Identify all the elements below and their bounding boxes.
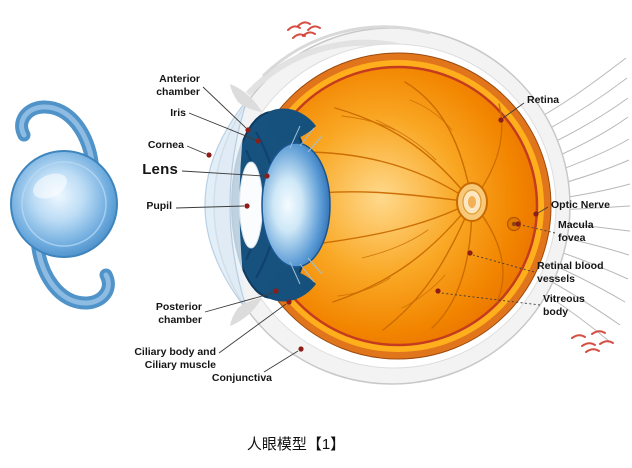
label-macula-fovea: Macula fovea <box>558 219 594 244</box>
iol-implant <box>10 100 118 310</box>
leader-retinal-blood-vessels <box>467 250 535 273</box>
leader-vitreous-body <box>435 288 541 306</box>
dot-pupil <box>244 203 250 209</box>
dot-lens <box>264 173 270 179</box>
label-optic-nerve: Optic Nerve <box>551 199 610 211</box>
label-ciliary-body: Ciliary body and Ciliary muscle <box>134 346 216 371</box>
leader-pupil <box>175 203 250 209</box>
conjunctiva-top <box>230 84 262 112</box>
label-vitreous-body: Vitreous body <box>543 293 585 318</box>
dot-retina <box>498 117 504 123</box>
leader-posterior-chamber <box>204 288 279 313</box>
choroid-retina-layers <box>244 52 552 360</box>
leader-lens <box>181 170 270 179</box>
dot-ciliary-body <box>286 299 292 305</box>
zonule-fibers <box>289 125 323 285</box>
label-lens: Lens <box>142 161 178 178</box>
label-iris: Iris <box>170 107 186 119</box>
label-conjunctiva: Conjunctiva <box>211 372 272 384</box>
conjunctiva-bottom <box>230 298 262 326</box>
label-posterior-chamber: Posterior chamber <box>155 301 202 326</box>
leader-optic-nerve <box>533 206 549 217</box>
leader-retina <box>498 102 525 123</box>
scleral-red-marks <box>287 21 614 353</box>
anterior-segment <box>204 84 331 326</box>
label-pupil: Pupil <box>146 200 172 212</box>
crystalline-lens <box>261 142 331 268</box>
ciliary-body-top <box>268 108 316 142</box>
ciliary-body-bottom <box>268 268 316 302</box>
dot-retinal-blood-vessels <box>467 250 473 256</box>
dot-posterior-chamber <box>273 288 279 294</box>
leader-iris <box>188 112 261 144</box>
dot-optic-nerve <box>533 211 539 217</box>
figure-caption: 人眼模型【1】 <box>246 436 346 453</box>
dot-anterior-chamber <box>245 127 251 133</box>
leader-cornea <box>186 145 212 158</box>
iol-optic <box>10 150 118 258</box>
leader-conjunctiva <box>263 346 304 373</box>
dot-macula-fovea <box>515 221 521 227</box>
label-retina: Retina <box>527 94 560 106</box>
leader-anterior-chamber <box>202 86 251 133</box>
optic-disc <box>456 182 488 222</box>
dot-cornea <box>206 152 212 158</box>
dot-vitreous-body <box>435 288 441 294</box>
leader-ciliary-body <box>218 299 292 354</box>
label-cornea: Cornea <box>147 139 184 151</box>
dot-conjunctiva <box>298 346 304 352</box>
dot-iris <box>255 138 261 144</box>
label-retinal-blood-vessels: Retinal blood vessels <box>537 260 604 285</box>
label-anterior-chamber: Anterior chamber <box>156 73 200 98</box>
leader-macula-fovea <box>515 221 556 234</box>
